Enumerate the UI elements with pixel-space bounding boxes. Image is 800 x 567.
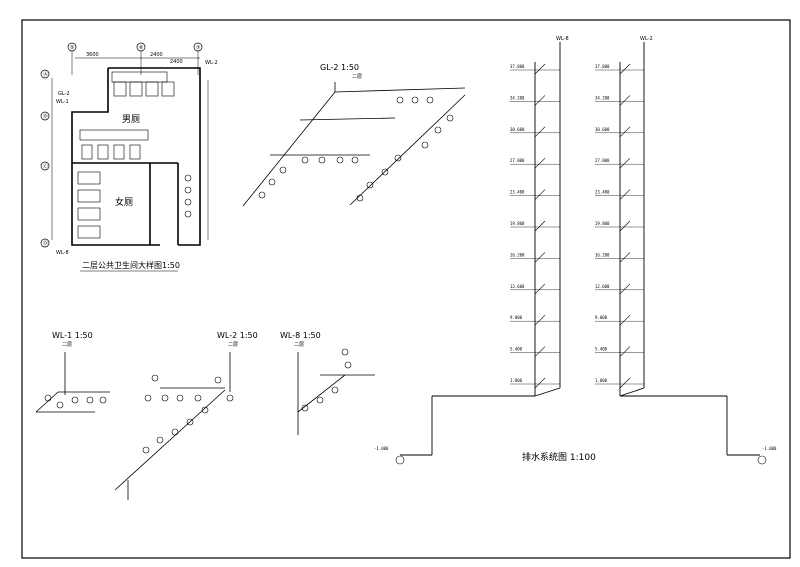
elevation-label: 16.200 [510, 252, 525, 257]
grid-axis-left: Ⓐ Ⓑ Ⓒ Ⓓ [40, 69, 53, 248]
iso-wl8-sub: 二层 [294, 342, 304, 348]
branch-pipe [534, 157, 546, 169]
iso-gl2-sub: 二层 [352, 74, 362, 80]
elevation-label: 5.400 [595, 347, 608, 352]
riser-floor-levels: 37.800 37.800 34.200 34.200 30.600 30.600 27.0… [510, 63, 644, 389]
room-label-women: 女厕 [115, 196, 133, 208]
elevation-label: 12.600 [510, 284, 525, 289]
branch-pipe [534, 126, 546, 138]
iso-gl2-title: GL-2 1:50 [320, 63, 359, 72]
branch-pipe [619, 220, 631, 232]
sheet-frame [21, 19, 791, 559]
branch-pipe [619, 189, 631, 200]
branch-pipe [534, 377, 546, 389]
iso-wl2-sub: 二层 [228, 342, 238, 348]
elevation-label: 19.800 [595, 221, 610, 226]
branch-pipe [534, 95, 546, 106]
grid-bubble-7: ⑦ [196, 45, 201, 51]
elevation-label: 5.400 [510, 347, 523, 352]
grid-bubble-a: Ⓐ [43, 71, 48, 78]
elevation-label: 27.000 [510, 158, 525, 163]
branch-pipe [619, 314, 631, 326]
elevation-label: 1.800 [595, 378, 608, 383]
plan-walls [71, 67, 201, 246]
branch-pipe [534, 189, 546, 200]
branch-pipe [619, 63, 631, 75]
branch-pipe [619, 346, 631, 357]
grid-axis-top: ⑤ ⑥ ⑦ 3600 2400 2400 [67, 42, 203, 75]
riser-diagram: WL-8 WL-2 37.800 37.800 34.200 34.200 30.600… [374, 36, 777, 465]
branch-pipe [619, 157, 631, 169]
elevation-label: 9.000 [595, 315, 608, 320]
men-room-fixtures [79, 71, 175, 160]
branch-pipe [619, 126, 631, 138]
elevation-label: 30.600 [510, 127, 525, 132]
elevation-label: 34.200 [595, 95, 610, 100]
grid-bubble-6: ⑥ [139, 45, 144, 51]
riser-title: 排水系统图 1:100 [522, 451, 596, 463]
elevation-label: 1.800 [510, 378, 523, 383]
elevation-label: 23.400 [595, 190, 610, 195]
elevation-label: 19.800 [510, 221, 525, 226]
iso-wl2-title: WL-2 1:50 [217, 331, 258, 340]
room-label-men: 男厕 [122, 114, 140, 125]
branch-pipe [534, 314, 546, 326]
elevation-label: 23.400 [510, 190, 525, 195]
grid-bubble-d: Ⓓ [43, 240, 48, 247]
pipe-tag-wl8: WL-8 [56, 250, 69, 256]
elevation-label: 9.000 [510, 315, 523, 320]
branch-pipe [619, 252, 631, 263]
riser-base-label-left: -1.000 [374, 446, 389, 451]
dim-top-1: 3600 [86, 52, 99, 58]
riser-base-label-right: -1.000 [762, 446, 777, 451]
branch-pipe [534, 63, 546, 75]
branch-pipe [619, 95, 631, 106]
plan-title: 二层公共卫生间大样图1:50 [82, 260, 180, 270]
elevation-label: 27.000 [595, 158, 610, 163]
branch-pipe [534, 220, 546, 232]
elevation-label: 12.600 [595, 284, 610, 289]
dim-top-3: 2400 [170, 59, 183, 65]
iso-wl8: WL-8 1:50 二层 [280, 331, 375, 435]
branch-pipe [619, 283, 631, 295]
grid-bubble-5: ⑤ [70, 45, 74, 51]
iso-wl1-title: WL-1 1:50 [52, 331, 93, 340]
iso-wl2: WL-2 1:50 二层 [114, 331, 258, 500]
elevation-label: 37.800 [595, 64, 610, 69]
iso-gl2: GL-2 1:50 二层 [242, 63, 466, 207]
grid-bubble-c: Ⓒ [43, 163, 48, 170]
pipe-tag-gl2: GL-2 [58, 91, 70, 97]
pipe-tag-wl2: WL-2 [205, 60, 218, 66]
iso-wl8-title: WL-8 1:50 [280, 331, 321, 340]
branch-pipe [619, 377, 631, 389]
branch-pipe [534, 283, 546, 295]
dim-top-2: 2400 [150, 52, 163, 58]
riser-tag-left: WL-8 [556, 36, 569, 42]
iso-wl1: WL-1 1:50 二层 [35, 331, 110, 413]
elevation-label: 34.200 [510, 95, 525, 100]
pipe-tag-wl1: WL-1 [56, 99, 69, 105]
grid-bubble-b: Ⓑ [43, 113, 48, 120]
women-room-fixtures [77, 171, 192, 239]
riser-tag-right: WL-2 [640, 36, 653, 42]
toilet-plan: ⑤ ⑥ ⑦ 3600 2400 2400 Ⓐ Ⓑ Ⓒ Ⓓ [40, 42, 218, 272]
elevation-label: 16.200 [595, 252, 610, 257]
elevation-label: 30.600 [595, 127, 610, 132]
branch-pipe [534, 252, 546, 263]
iso-wl1-sub: 二层 [62, 342, 72, 348]
elevation-label: 37.800 [510, 64, 525, 69]
branch-pipe [534, 346, 546, 357]
